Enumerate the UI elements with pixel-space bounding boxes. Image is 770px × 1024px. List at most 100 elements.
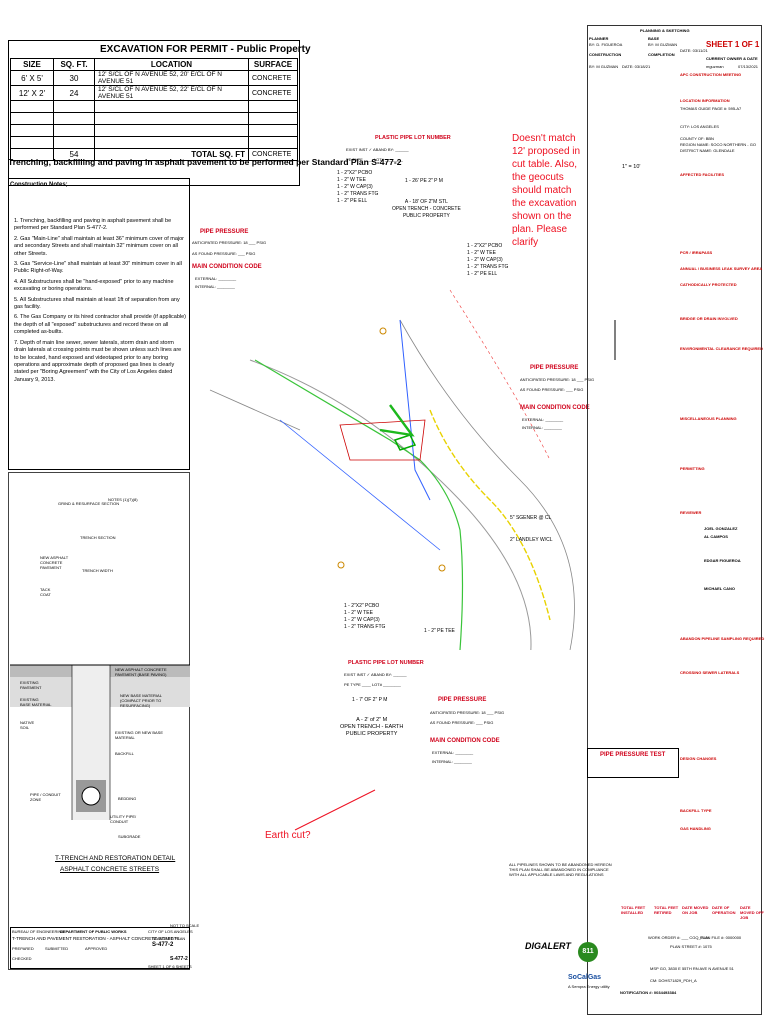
gas-main-green xyxy=(254,359,464,650)
reviewer-name: JOEL GONZALEZ xyxy=(704,526,738,531)
marker-c xyxy=(438,564,446,572)
anticipated-pressure: ANTICIPATED PRESSURE: 18 ___ PSIG xyxy=(192,240,267,245)
region-value: REGION NAME: SOCO NORTHERN - GO xyxy=(680,142,756,147)
property-line-red xyxy=(449,289,551,461)
utility-label: UTILITY PIPE/ CONDUIT xyxy=(110,814,136,824)
plastic-pipe-line2: PE TYPE ____ LOT# ________ xyxy=(346,157,403,162)
planner-label: PLANNER xyxy=(589,36,609,41)
reviewer-name: EDGAR FIGUEROA xyxy=(704,558,741,563)
label-line: CONCRETE xyxy=(40,560,63,565)
feet-installed: TOTAL FEET INSTALLED xyxy=(621,905,646,915)
cell-location: 12' S/CL OF N AVENUE 52, 22' E/CL OF N A… xyxy=(94,85,249,101)
socalgas-logo: SoCalGas xyxy=(568,974,602,981)
reviewer-name: MICHAEL CANO xyxy=(704,586,736,591)
callout-sgener: 5" SGENER @ CL xyxy=(510,515,552,521)
anticipated-pressure-3: ANTICIPATED PRESSURE: 18 ___ PSIG xyxy=(430,710,505,715)
trench-width-label: TRENCH WIDTH xyxy=(82,568,113,573)
sheet-number: SHEET 1 OF 1 xyxy=(706,40,760,49)
callout-trench: A - 18' OF 2"M STL OPEN TRENCH - CONCRET… xyxy=(392,199,461,220)
internal-code: INTERNAL: ________ xyxy=(195,284,235,289)
col-location: LOCATION xyxy=(94,58,249,71)
section-heading: AFFECTED FACILITIES xyxy=(680,172,724,177)
cell-location: 12' S/CL OF N AVENUE 52, 20' E/CL OF N A… xyxy=(94,70,249,86)
note-item: 6. The Gas Company or its hired contract… xyxy=(14,314,187,336)
col-size: SIZE xyxy=(10,58,54,71)
trenching-title: Trenching, backfilling and paving in asp… xyxy=(8,157,402,167)
label-line: PAVEMENT xyxy=(20,685,42,690)
section-heading: MISCELLANEOUS PLANNING xyxy=(680,416,737,421)
current-owner: mguzman xyxy=(706,64,724,69)
approved-label: APPROVED xyxy=(85,946,108,951)
section-heading: GAS HANDLING xyxy=(680,826,711,831)
std-plan-number: S-477-2 xyxy=(152,942,174,948)
callout-fittings-1: 1 - 2"X2" PCBO 1 - 2" W TEE 1 - 2" W CAP… xyxy=(337,170,378,205)
detail-caption-2: ASPHALT CONCRETE STREETS xyxy=(60,866,160,873)
notes-panel xyxy=(8,178,190,470)
pressure-test-panel xyxy=(587,748,679,778)
abandon-note: ALL PIPELINES SHOWN TO BE ABANDONED HERE… xyxy=(509,862,612,877)
section-heading: REVIEWER xyxy=(680,510,702,515)
notification-number: NOTIFICATION #: 0034493384 xyxy=(620,990,677,995)
earth-arrow xyxy=(294,789,376,831)
fitting-line: 1 - 2" W TEE xyxy=(337,177,366,183)
earth-comment: Earth cut? xyxy=(265,830,311,841)
section-heading: BRIDGE OR DRAIN INVOLVED xyxy=(680,316,738,321)
fitting-line: 1 - 2" W TEE xyxy=(467,250,496,256)
thomas-guide: THOMAS GUIDE PAGE #: 595-A7 xyxy=(680,106,742,111)
plan-file: PLAN FILE #: 0000000 xyxy=(700,935,742,940)
trench-section-label: TRENCH SECTION xyxy=(80,535,116,540)
fitting-line: 1 - 2" W CAP(3) xyxy=(337,184,373,190)
subgrade-label: SUBGRADE xyxy=(118,834,141,839)
anticipated-pressure-2: ANTICIPATED PRESSURE: 18 ___ PSIG xyxy=(520,377,595,382)
as-found-pressure-2: AS FOUND PRESSURE: ___ PSIG xyxy=(520,387,584,392)
submitted-label: SUBMITTED xyxy=(45,946,69,951)
gas-line-yellow xyxy=(429,409,551,621)
planner-by: BY: D. FIGUEROA xyxy=(589,42,623,47)
notes-list: 1. Trenching, backfilling and paving in … xyxy=(14,218,186,387)
label-line: BASE MATERIAL xyxy=(20,702,52,707)
blueprint-address: MSP GO, 3830 E 55TH RN AVE N AVENUE 51 xyxy=(650,966,734,971)
trench-line: PUBLIC PROPERTY xyxy=(402,213,450,219)
review-comment: Doesn't match 12' proposed in cut table.… xyxy=(512,133,581,248)
street-curb-2 xyxy=(209,389,301,431)
sempra-tag: A Sempra Energy utility xyxy=(568,984,610,989)
base-label: BASE xyxy=(648,36,660,41)
section-heading: APC CONSTRUCTION MEETING xyxy=(680,72,742,77)
construction-by: BY: M GUZMAN xyxy=(589,64,619,69)
std-plan-label: STANDARD PLAN xyxy=(152,936,186,941)
existing-pavement-label: EXISTING PAVEMENT xyxy=(20,680,41,690)
fitting-line: 1 - 2"X2" PCBO xyxy=(467,243,503,249)
pressure-test-title: PIPE PRESSURE TEST xyxy=(600,752,666,758)
trench-line: A - 2' of 2" M xyxy=(356,717,388,723)
plastic-pipe-title: PLASTIC PIPE LOT NUMBER xyxy=(375,135,451,141)
titleblock-title: T-TRENCH AND PAVEMENT RESTORATION - ASPH… xyxy=(12,936,180,941)
dept-label: DEPARTMENT OF PUBLIC WORKS xyxy=(60,929,127,934)
fitting-line: 1 - 2"X2" PCBO xyxy=(337,170,373,176)
sheet-label: SHEET 1 OF 6 SHEETS xyxy=(148,964,192,969)
bureau-label: BUREAU OF ENGINEERING xyxy=(12,929,65,934)
right-panel xyxy=(587,25,762,1015)
external-code: EXTERNAL: ________ xyxy=(195,276,237,281)
trench-line: OPEN TRENCH - CONCRETE xyxy=(392,206,461,212)
excavation-2 xyxy=(393,434,417,451)
trench-drawing xyxy=(10,664,190,820)
note-item: 5. All Substructures shall maintain at l… xyxy=(14,296,180,311)
owner-date: 07/13/2021 xyxy=(738,64,759,69)
fitting-line: 1 - 2" W CAP(3) xyxy=(467,257,503,263)
trench-line: A - 18' OF 2"M STL xyxy=(404,199,448,205)
std-plan-titleblock xyxy=(10,927,190,969)
city-value: CITY: LOS ANGELES xyxy=(680,124,719,129)
fitting-line: 1 - 2" TRANS FTG xyxy=(344,624,386,630)
cell-size: 12' X 2' xyxy=(10,85,54,101)
label-line: NATIVE xyxy=(20,720,35,725)
city-label: CITY OF LOS ANGELES xyxy=(148,929,193,934)
marker-a xyxy=(379,327,387,335)
callout-landley: 2" LANDLEY W/CL xyxy=(510,537,553,543)
cell-sqft: 24 xyxy=(53,85,95,101)
backfill-label: BACKFILL xyxy=(115,751,134,756)
checked-label: CHECKED xyxy=(12,956,32,961)
dig-811-badge: 811 xyxy=(578,942,598,962)
fitting-line: 1 - 2" W TEE xyxy=(344,610,373,616)
section-heading: ANNUAL / BUSINESS LEAK SURVEY AREA xyxy=(680,266,763,271)
callout-fittings-2: 1 - 2"X2" PCBO 1 - 2" W TEE 1 - 2" W CAP… xyxy=(467,243,508,278)
